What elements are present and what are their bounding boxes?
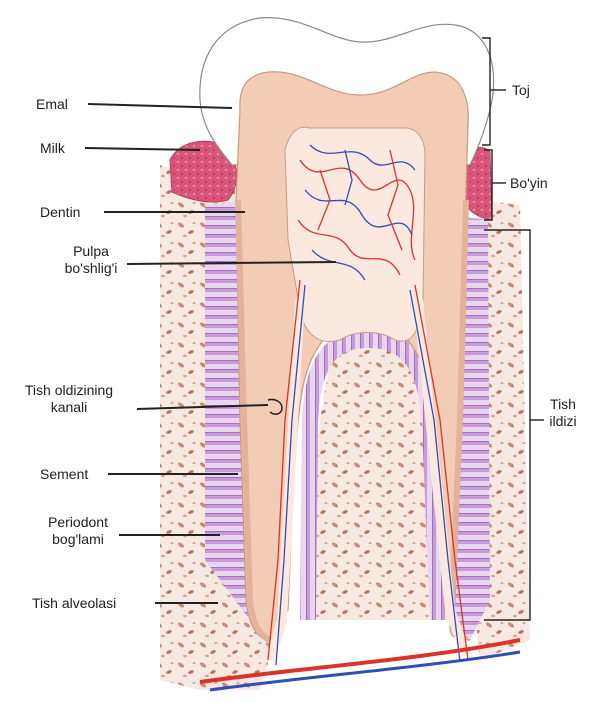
label-crown: Toj: [512, 82, 530, 99]
label-root: Tish ildizi: [540, 396, 586, 430]
label-pulp-cavity: Pulpa bo'shlig'i: [55, 243, 127, 277]
label-root-line1: Tish: [540, 396, 586, 413]
label-pulp-cavity-line2: bo'shlig'i: [55, 260, 127, 277]
label-alveolus: Tish alveolasi: [32, 595, 116, 612]
label-root-line2: ildizi: [540, 413, 586, 430]
label-cementum: Sement: [40, 466, 88, 483]
label-enamel: Emal: [36, 96, 68, 113]
label-root-canal-line2: kanali: [4, 399, 134, 416]
label-periodontal-ligament: Periodont bog'lami: [38, 514, 118, 548]
label-pulp-cavity-line1: Pulpa: [55, 243, 127, 260]
label-gum: Milk: [40, 140, 65, 157]
pulp-cavity: [285, 127, 425, 341]
label-neck: Bo'yin: [510, 175, 548, 192]
label-periodontal-line2: bog'lami: [38, 531, 118, 548]
label-root-canal: Tish oldizining kanali: [4, 382, 134, 416]
label-periodontal-line1: Periodont: [38, 514, 118, 531]
label-dentin: Dentin: [40, 204, 80, 221]
label-root-canal-line1: Tish oldizining: [4, 382, 134, 399]
